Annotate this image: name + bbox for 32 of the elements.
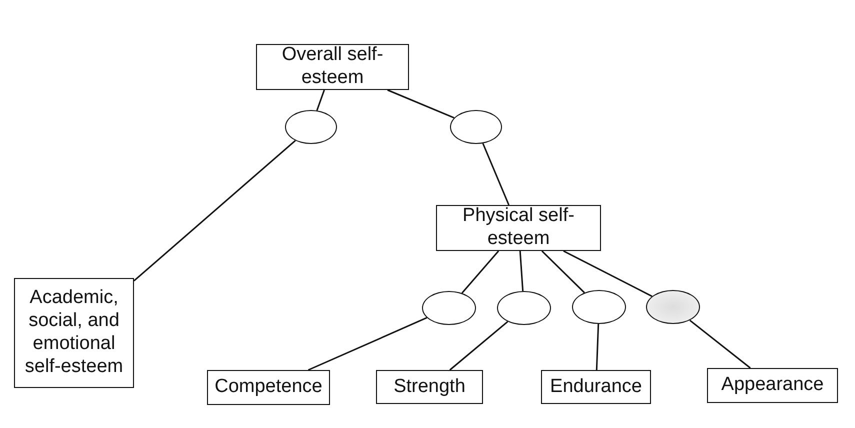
- connector-line: [689, 320, 751, 369]
- node-label: Competence: [214, 376, 322, 399]
- node-label: Physical self-esteem: [462, 205, 576, 251]
- ellipse-node: [497, 291, 551, 325]
- concept-box: [376, 370, 483, 404]
- connector-line: [316, 90, 325, 111]
- node-label: Overall self-esteem: [280, 44, 384, 90]
- connector-line: [519, 250, 524, 292]
- node-label: Academic, social, and emotional self-esteem: [24, 287, 124, 379]
- connector-line: [387, 89, 454, 119]
- node-label: Appearance: [721, 374, 824, 397]
- ellipse-node: [422, 291, 476, 325]
- connector-line: [541, 250, 585, 294]
- connector-line: [482, 143, 510, 206]
- concept-box: [207, 370, 330, 405]
- node-label: Endurance: [550, 376, 642, 398]
- connector-line: [461, 250, 500, 294]
- ellipse-node: [450, 110, 502, 144]
- ellipse-node: [572, 290, 626, 324]
- concept-box: [541, 370, 651, 404]
- connector-line: [563, 250, 652, 297]
- connector-line: [308, 317, 428, 371]
- connector-line: [596, 324, 600, 370]
- ellipse-node: [646, 290, 700, 324]
- concept-box: [256, 44, 409, 90]
- node-label: Strength: [394, 376, 466, 398]
- concept-box: [707, 368, 838, 403]
- ellipse-node: [285, 110, 337, 144]
- connector-line: [449, 321, 508, 371]
- concept-box: [436, 205, 601, 251]
- connector-line: [134, 140, 296, 282]
- concept-box: [14, 278, 134, 388]
